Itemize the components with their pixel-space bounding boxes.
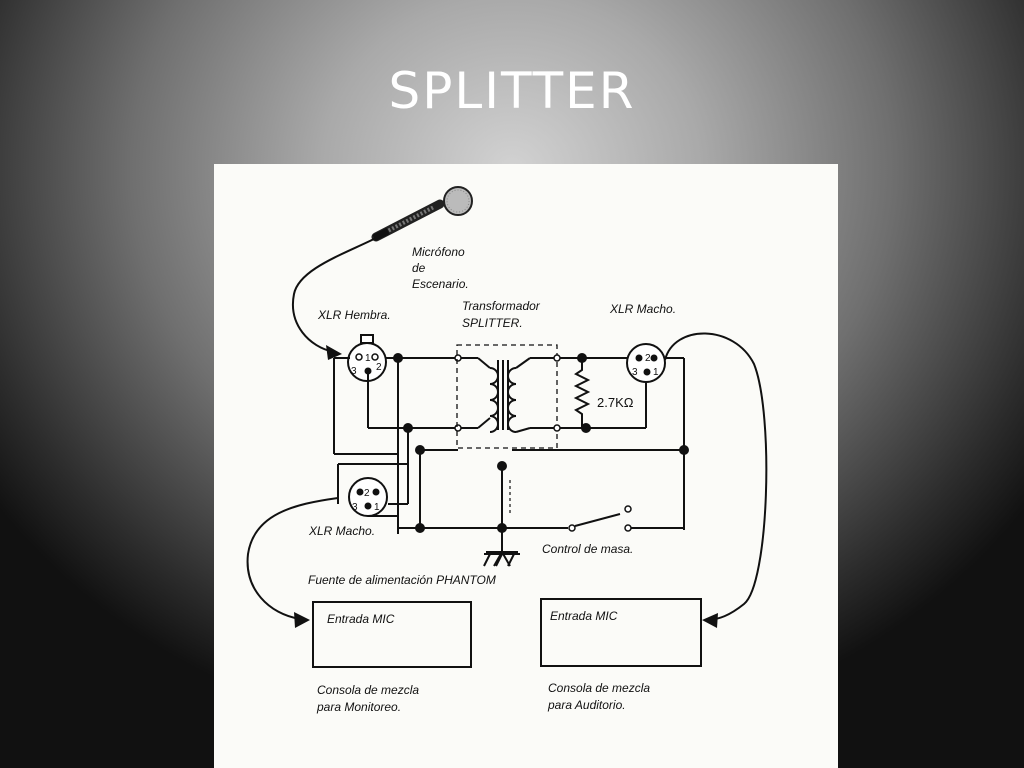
right-output-cable xyxy=(664,332,768,621)
mic-cable xyxy=(291,237,377,353)
console-monitor-label: Consola de mezcla para Monitoreo. xyxy=(316,683,422,714)
resistor xyxy=(573,358,591,428)
resistor-label: 2.7KΩ xyxy=(597,395,634,410)
left-output-cable xyxy=(246,497,339,620)
pin-label-2: 2 xyxy=(376,362,382,373)
xlr-female-label: XLR Hembra. xyxy=(317,308,391,322)
pin-label-3-right: 3 xyxy=(632,367,638,378)
pin-label-2-left: 2 xyxy=(364,488,370,499)
transformer-core xyxy=(497,360,509,430)
secondary-wiring xyxy=(507,357,685,530)
monitor-console-box xyxy=(312,601,472,668)
transformer-label: Transformador SPLITTER. xyxy=(462,299,543,330)
console-audience-label: Consola de mezcla para Auditorio. xyxy=(547,681,653,712)
xlr-male-left-label: XLR Macho. xyxy=(308,524,375,538)
splitter-schematic: Micrófono de Escenario. XLR Hembra. 1 2 … xyxy=(246,186,768,714)
xlr-male-right-label: XLR Macho. xyxy=(609,302,676,316)
ground-control-switch xyxy=(564,505,684,532)
ground-control-label: Control de masa. xyxy=(542,542,633,556)
splitter-diagram: Micrófono de Escenario. XLR Hembra. 1 2 … xyxy=(214,164,838,768)
center-ground-wiring xyxy=(398,449,564,567)
pin-label-2-right: 2 xyxy=(645,353,651,364)
microphone-label: Micrófono de Escenario. xyxy=(412,245,469,291)
microphone-icon xyxy=(371,186,473,242)
arrow-to-monitor-console xyxy=(294,612,310,628)
xlr-male-left-connector: 2 3 1 xyxy=(348,477,388,517)
slide-title: SPLITTER xyxy=(388,62,636,120)
shield-box xyxy=(456,344,558,449)
phantom-label: Fuente de alimentación PHANTOM xyxy=(308,573,496,587)
ground-icon xyxy=(483,553,520,567)
pin-label-1-right: 1 xyxy=(653,367,659,378)
pin-label-1: 1 xyxy=(365,353,371,364)
audience-console-box xyxy=(540,598,702,667)
xlr-male-right-connector: 2 3 1 xyxy=(626,343,666,383)
pin-label-3: 3 xyxy=(351,366,357,377)
arrow-to-audience-console xyxy=(702,613,718,628)
pin-label-3-left: 3 xyxy=(352,502,358,513)
xlr-female-connector: 1 2 3 xyxy=(347,334,387,382)
mic-input-right-label: Entrada MIC xyxy=(550,609,618,623)
mic-input-left-label: Entrada MIC xyxy=(327,612,395,626)
pin-label-1-left: 1 xyxy=(374,502,380,513)
arrow-to-female-xlr xyxy=(326,345,342,360)
